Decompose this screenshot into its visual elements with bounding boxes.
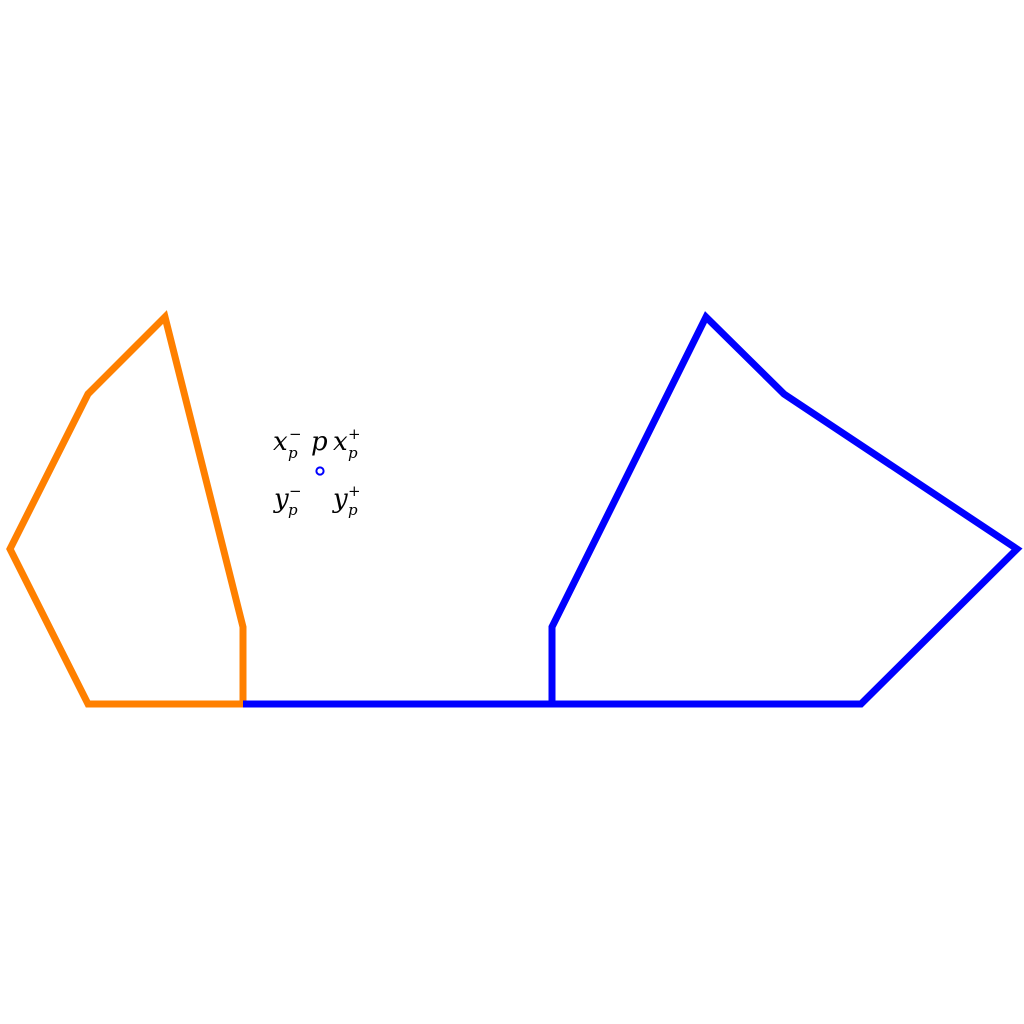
label-x-plus-sup: + — [348, 425, 361, 443]
blue-polygon — [548, 311, 1023, 708]
label-y-minus-sub: p — [288, 501, 298, 519]
label-y-plus: y — [332, 484, 348, 514]
orange-polygon — [6, 310, 247, 708]
label-y-plus-sup: + — [348, 482, 361, 500]
label-y-plus-sub: p — [348, 501, 358, 519]
label-y-minus-sup: − — [289, 482, 302, 500]
label-x-minus-sup: − — [289, 425, 302, 443]
label-y-minus: y — [273, 484, 289, 514]
label-x-plus: x — [333, 427, 348, 457]
label-x-plus-sub: p — [348, 444, 358, 462]
label-x-minus: x — [273, 427, 288, 457]
label-x-minus-sub: p — [288, 444, 298, 462]
label-p: p — [311, 427, 328, 457]
point-p-marker — [315, 466, 325, 476]
